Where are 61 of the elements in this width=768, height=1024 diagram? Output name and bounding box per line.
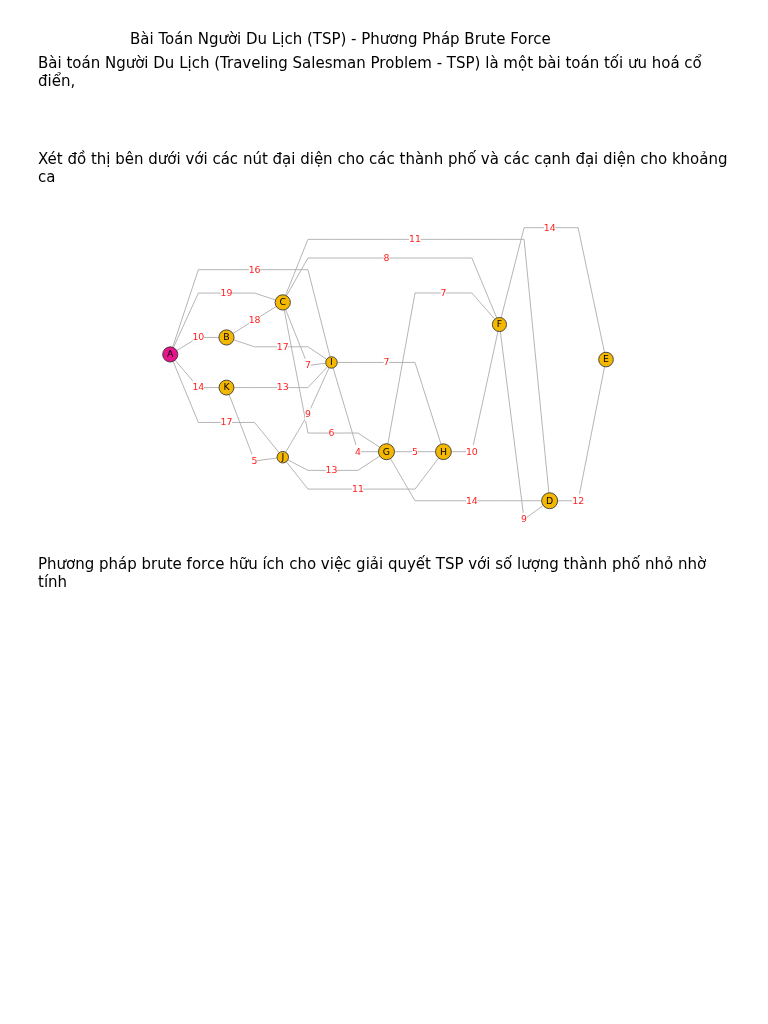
city-node: G xyxy=(378,443,395,461)
edge-label: 10 xyxy=(192,330,205,345)
connector xyxy=(283,309,381,448)
connector xyxy=(387,292,496,445)
city-node: F xyxy=(491,317,507,332)
connector xyxy=(228,394,278,462)
connector xyxy=(285,367,330,453)
connector xyxy=(500,227,605,353)
edge-label: 16 xyxy=(248,262,261,277)
connector xyxy=(233,339,328,360)
edge-label: 6 xyxy=(328,426,335,441)
connector xyxy=(332,367,379,453)
paragraph: Xét đồ thị bên dưới với các nút đại diện cho các thành phố và các cạnh đại diện cho khoảng ca xyxy=(38,150,729,186)
edge-label: 7 xyxy=(383,355,390,370)
city-node: E xyxy=(598,351,614,368)
edge-label: 17 xyxy=(220,415,233,430)
edge-label: 12 xyxy=(572,493,585,508)
city-node: K xyxy=(218,379,235,396)
connector xyxy=(286,257,498,319)
edge-label: 7 xyxy=(305,358,311,373)
connector xyxy=(285,309,327,366)
edge-label: 13 xyxy=(325,463,338,478)
edge-label: 13 xyxy=(276,380,289,395)
city-node: A xyxy=(162,346,179,363)
connector xyxy=(285,457,440,490)
paragraph: Bài toán Người Du Lịch (Traveling Salesman Problem - TSP) là một bài toán tối ưu hoá cổ điển, xyxy=(38,54,703,90)
edge-label: 11 xyxy=(409,232,421,247)
edge-label: 18 xyxy=(248,312,261,327)
connector xyxy=(172,269,331,358)
connector xyxy=(336,362,442,445)
edge-label: 8 xyxy=(383,251,390,266)
edge-label: 9 xyxy=(521,512,528,527)
city-node: I xyxy=(325,356,338,369)
connector xyxy=(450,331,499,453)
edge-label: 11 xyxy=(352,482,364,497)
edge-label: 14 xyxy=(192,380,205,395)
edge-label: 10 xyxy=(465,444,478,459)
edge-label: 5 xyxy=(251,454,258,469)
connector xyxy=(499,331,544,520)
edge-label: 9 xyxy=(305,407,311,422)
connector xyxy=(285,238,550,494)
city-node: J xyxy=(276,451,289,464)
connector xyxy=(232,306,277,334)
edge-label: 14 xyxy=(543,220,556,235)
connector xyxy=(233,366,328,388)
city-node: H xyxy=(435,443,452,461)
city-node: D xyxy=(541,492,559,510)
edge-label: 14 xyxy=(465,493,478,508)
edge-label: 19 xyxy=(220,286,233,301)
edge-label: 17 xyxy=(276,339,289,354)
connector xyxy=(287,455,381,471)
edge-label: 7 xyxy=(440,285,447,300)
edge-label: 5 xyxy=(412,444,418,459)
city-node: B xyxy=(218,329,235,346)
connector xyxy=(390,458,543,502)
edge-label: 4 xyxy=(355,444,361,459)
paragraph: Phương pháp brute force hữu ích cho việc giải quyết TSP với số lượng thành phố nhỏ nhờ tính xyxy=(38,555,708,592)
connector xyxy=(394,451,436,453)
city-node: C xyxy=(274,294,291,311)
connector xyxy=(557,366,606,502)
title: Bài Toán Người Du Lịch (TSP) - Phương Pháp Brute Force xyxy=(130,30,552,48)
